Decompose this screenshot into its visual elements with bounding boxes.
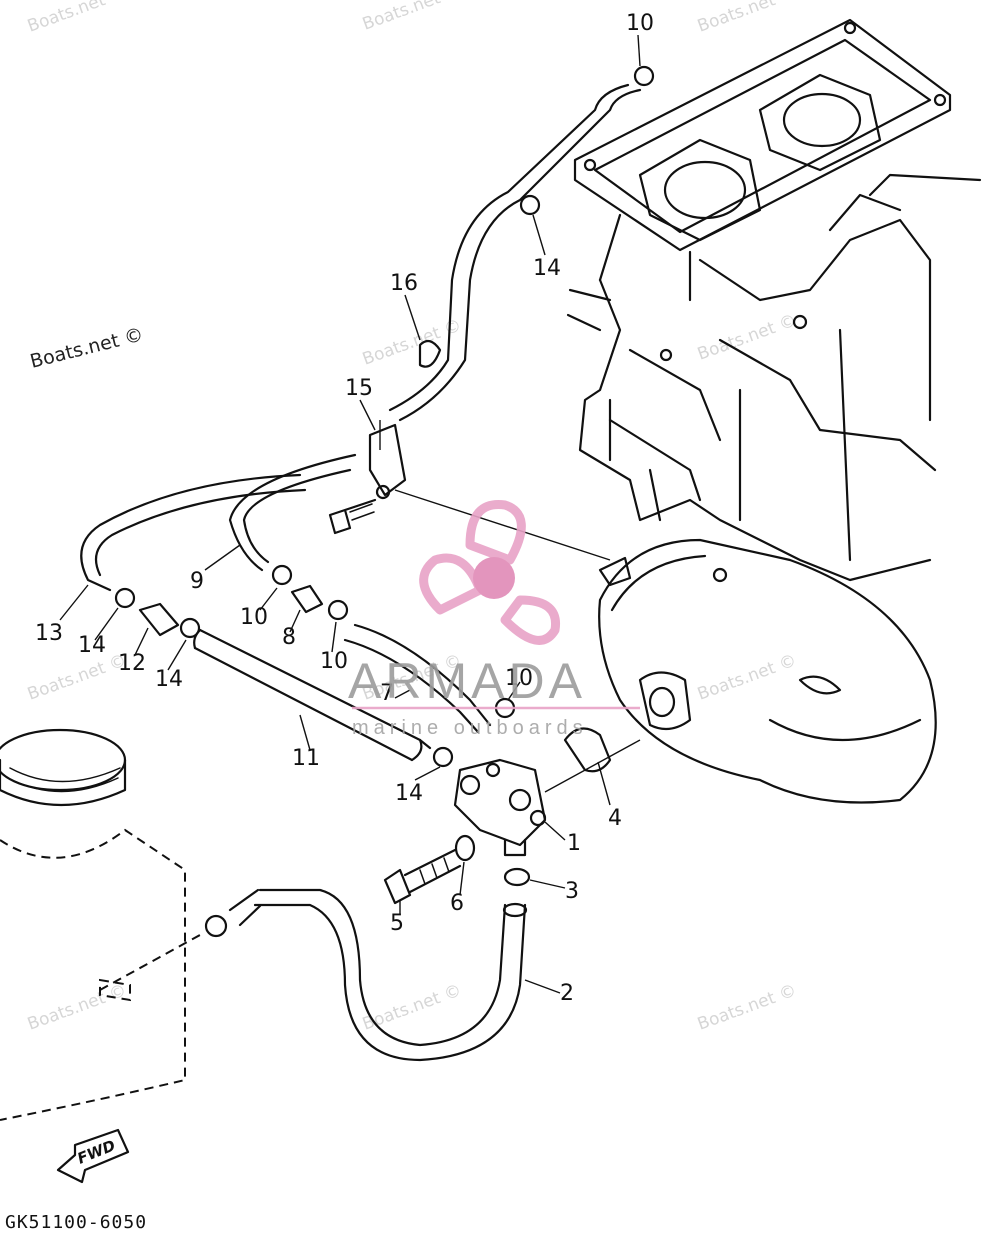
callout-label: 11 [292, 746, 320, 771]
callout-label: 10 [505, 666, 533, 691]
callouts: 10 14 16 15 9 13 14 12 14 10 8 10 7 11 1… [35, 11, 654, 1006]
callout-label: 10 [240, 605, 268, 630]
watermark: Boats.net © [25, 980, 129, 1034]
clamps-and-valves [114, 65, 655, 938]
brand-logo: ARMADA marine outboards [348, 500, 640, 739]
callout-label: 6 [450, 891, 464, 916]
callout-label: 14 [533, 256, 561, 281]
callout-label: 14 [395, 781, 423, 806]
callout-label: 5 [390, 911, 404, 936]
gasket [563, 671, 692, 773]
bracket-and-bolt [328, 420, 632, 587]
brand-tagline: marine outboards [352, 717, 588, 739]
watermark: Boats.net © [25, 0, 129, 37]
watermark: Boats.net © [360, 0, 464, 35]
watermark: Boats.net © [25, 650, 129, 704]
callout-label: 4 [608, 806, 622, 831]
callout-label: 10 [320, 649, 348, 674]
callout-label: 14 [155, 667, 183, 692]
watermark: Boats.net © [695, 980, 799, 1034]
callout-label: 16 [390, 271, 418, 296]
watermarks: Boats.net © Boats.net © Boats.net © Boat… [25, 0, 799, 1035]
callout-label: 13 [35, 621, 63, 646]
callout-label: 7 [380, 681, 394, 706]
callout-label: 15 [345, 376, 373, 401]
leader-lines [59, 34, 641, 994]
hoses [80, 83, 642, 1062]
callout-label: 9 [190, 569, 204, 594]
fwd-label: FWD [75, 1136, 118, 1167]
callout-label: 1 [567, 831, 581, 856]
watermark: Boats.net © [695, 650, 799, 704]
callout-label: 2 [560, 981, 574, 1006]
fasteners [383, 834, 531, 905]
watermark: Boats.net © [360, 980, 464, 1034]
fwd-arrow: FWD [56, 1128, 130, 1184]
oil-pump [453, 758, 547, 857]
callout-label: 12 [118, 651, 146, 676]
brand-name: ARMADA [348, 653, 586, 709]
oil-tank [0, 728, 201, 1121]
engine-block [566, 18, 982, 582]
watermark: Boats.net © [695, 0, 799, 37]
callout-label: 14 [78, 633, 106, 658]
callout-label: 3 [565, 879, 579, 904]
callout-label: 10 [626, 11, 654, 36]
propeller-icon [419, 500, 561, 645]
callout-label: 8 [282, 625, 296, 650]
part-code: GK51100-6050 [5, 1212, 147, 1233]
watermark-dark: Boats.net © [28, 323, 146, 372]
